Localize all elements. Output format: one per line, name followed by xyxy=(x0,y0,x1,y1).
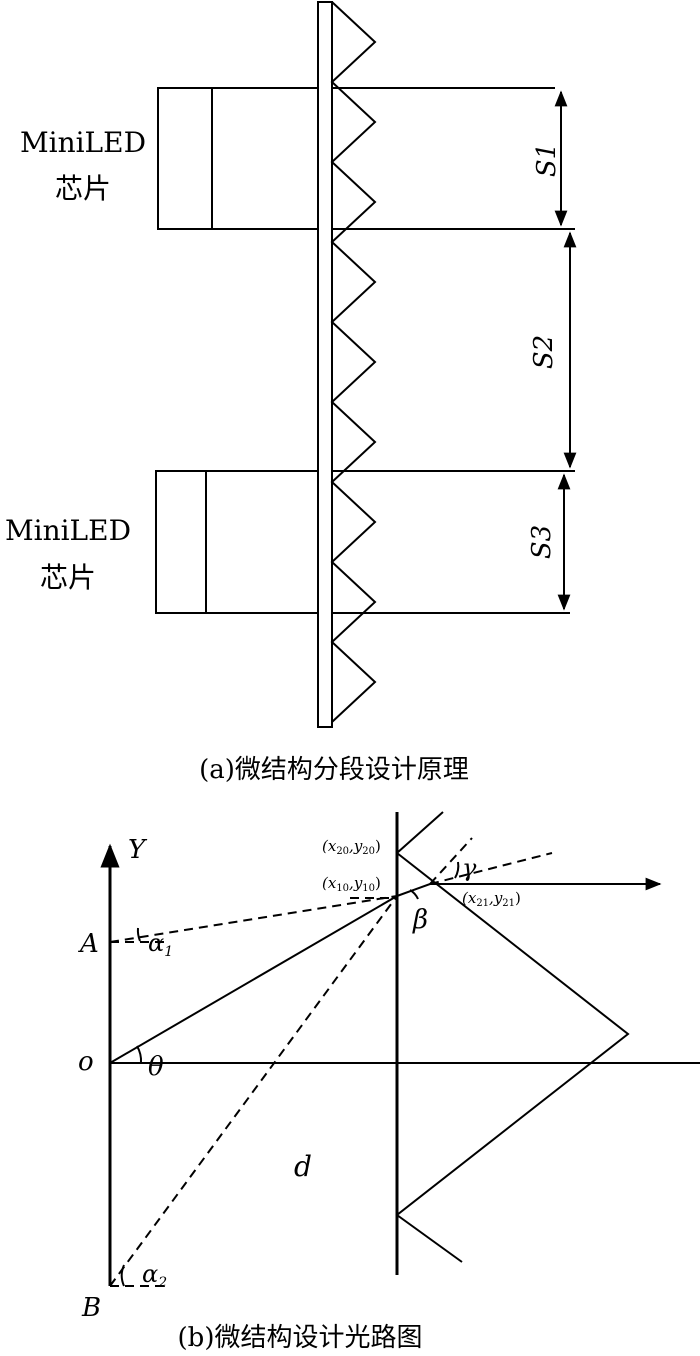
segment-label-s3: S3 xyxy=(527,525,557,559)
miniled-chip-1 xyxy=(157,87,319,230)
chip-1-label-line1: MiniLED xyxy=(20,126,146,159)
ray-from-o xyxy=(109,895,398,1064)
point-B-label: B xyxy=(81,1293,101,1323)
zigzag-microstructure xyxy=(330,1,377,723)
prism-outline xyxy=(395,852,630,1263)
alpha2-label: α2 xyxy=(142,1260,167,1291)
alpha1-label: α1 xyxy=(148,929,173,960)
gamma-arc xyxy=(454,861,460,879)
dashed-reference-2 xyxy=(429,837,473,885)
panel-a: S1 S2 S3 MiniLED 芯片 MiniLED 芯片 (a)微结构分段设… xyxy=(5,1,577,785)
gamma-label: γ xyxy=(462,854,477,882)
caption-b: (b)微结构设计光路图 xyxy=(178,1323,423,1353)
substrate-bar xyxy=(317,1,333,728)
caption-a: (a)微结构分段设计原理 xyxy=(199,755,469,785)
point-A-label: A xyxy=(78,929,99,959)
miniled-chip-2 xyxy=(155,470,319,614)
beta-arc xyxy=(409,889,419,900)
chip-2-label-line1: MiniLED xyxy=(5,514,131,547)
theta-label: θ xyxy=(148,1052,164,1082)
coord-x21-y21: (x21,y21) xyxy=(462,889,521,909)
beta-label: β xyxy=(412,905,428,935)
ray-from-B xyxy=(109,895,398,1287)
alpha1-arc xyxy=(136,927,141,942)
chip-2-label-line2: 芯片 xyxy=(40,561,96,594)
exit-ray xyxy=(396,877,662,897)
coord-x20-y20: (x20,y20) xyxy=(322,837,381,857)
panel-b: Y A o B α1 θ α2 β γ xyxy=(78,811,700,1353)
theta-arc xyxy=(136,1045,143,1064)
segment-label-s2: S2 xyxy=(529,335,559,369)
point-o-label: o xyxy=(78,1047,94,1077)
coord-x10-y10: (x10,y10) xyxy=(322,874,381,894)
dashed-reference-1 xyxy=(429,852,553,885)
segment-label-s1: S1 xyxy=(532,143,562,177)
ray-from-A xyxy=(109,895,398,943)
alpha2-arc xyxy=(120,1264,125,1287)
distance-d-label: d xyxy=(294,1150,312,1183)
prism-top-edge xyxy=(396,811,444,854)
chip-1-label-line2: 芯片 xyxy=(55,172,111,205)
y-axis-label: Y xyxy=(128,835,148,865)
